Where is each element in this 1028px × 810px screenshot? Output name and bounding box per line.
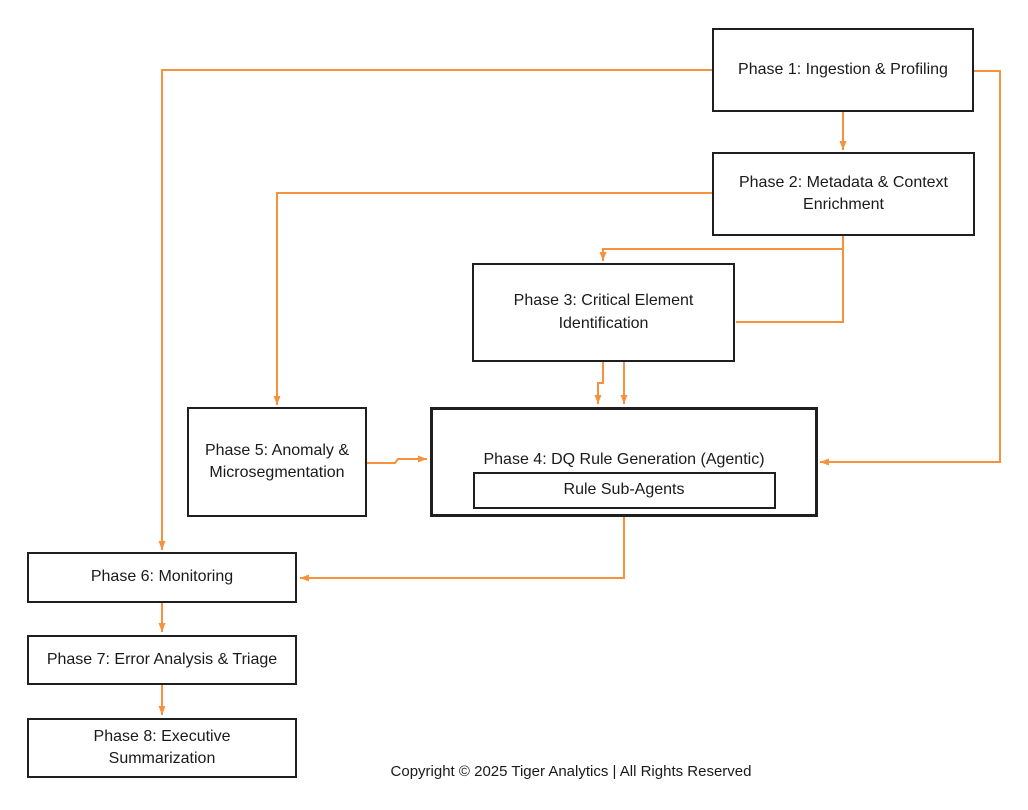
node-phase5-anomaly-microsegmentation: Phase 5: Anomaly & Microsegmentation xyxy=(187,407,367,517)
copyright-text: Copyright © 2025 Tiger Analytics | All R… xyxy=(390,763,752,780)
node-phase3-critical-element-identification: Phase 3: Critical Element Identification xyxy=(472,263,735,362)
node-phase3-label: Phase 3: Critical Element Identification xyxy=(513,292,694,332)
node-rule-sub-agents-label: Rule Sub-Agents xyxy=(563,480,685,498)
connector-phase2-phase3-top xyxy=(599,236,844,261)
node-rule-sub-agents: Rule Sub-Agents xyxy=(472,472,776,509)
connector-phase5-phase4 xyxy=(367,455,427,464)
node-phase8-executive-summarization: Phase 8: Executive Summarization xyxy=(27,718,297,778)
connector-phase4-phase6 xyxy=(300,517,625,582)
node-phase1-label: Phase 1: Ingestion & Profiling xyxy=(738,60,948,78)
node-phase6-label: Phase 6: Monitoring xyxy=(90,568,234,586)
connector-phase1-phase4 xyxy=(820,70,1001,466)
connector-phase2-phase3-right xyxy=(736,249,844,323)
connector-phase3-phase4-left xyxy=(594,362,604,404)
node-phase4-label: Phase 4: DQ Rule Generation (Agentic) xyxy=(483,450,765,468)
node-phase8-label: Phase 8: Executive Summarization xyxy=(93,727,231,767)
node-phase6-monitoring: Phase 6: Monitoring xyxy=(27,552,297,603)
node-phase7-label: Phase 7: Error Analysis & Triage xyxy=(46,650,278,668)
node-phase5-label: Phase 5: Anomaly & Microsegmentation xyxy=(204,441,350,481)
node-phase2-metadata-context-enrichment: Phase 2: Metadata & Context Enrichment xyxy=(712,152,975,236)
node-phase1-ingestion-profiling: Phase 1: Ingestion & Profiling xyxy=(712,28,974,112)
node-phase7-error-analysis-triage: Phase 7: Error Analysis & Triage xyxy=(27,635,297,685)
node-phase2-label: Phase 2: Metadata & Context Enrichment xyxy=(738,173,948,213)
node-phase4-dq-rule-generation: Phase 4: DQ Rule Generation (Agentic) Ru… xyxy=(430,407,818,517)
